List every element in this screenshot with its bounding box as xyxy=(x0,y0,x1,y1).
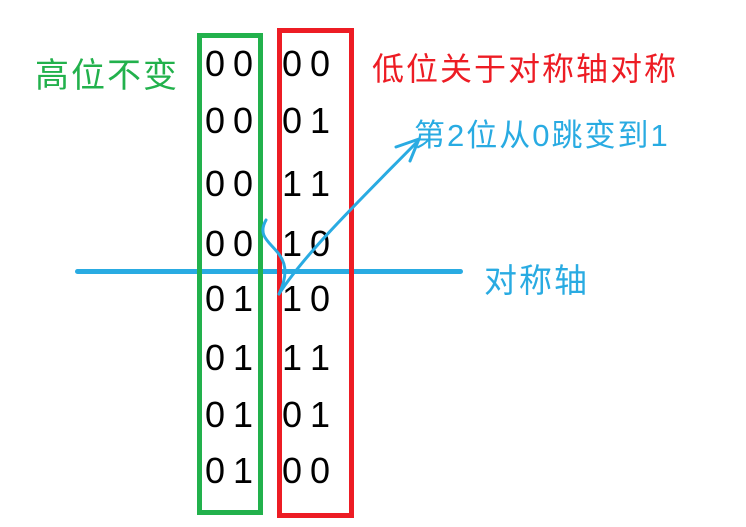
code-row-8: 0 1 0 0 xyxy=(0,452,746,490)
bit: 0 xyxy=(205,278,226,319)
symmetry-axis-line xyxy=(75,269,463,274)
bit-jump-label: 第2位从0跳变到1 xyxy=(414,118,670,153)
bit: 0 xyxy=(205,337,226,378)
bit: 0 xyxy=(233,223,254,264)
bit: 1 xyxy=(233,394,254,435)
bit: 0 xyxy=(282,43,303,84)
code-row-4: 0 0 1 0 xyxy=(0,225,746,263)
bit: 0 xyxy=(310,223,331,264)
bit: 0 xyxy=(282,100,303,141)
bit: 0 xyxy=(310,450,331,491)
bit: 1 xyxy=(282,163,303,204)
bit: 1 xyxy=(310,100,331,141)
high-bits-label: 高位不变 xyxy=(35,57,179,95)
bit: 0 xyxy=(205,223,226,264)
bit: 0 xyxy=(205,163,226,204)
bit: 0 xyxy=(310,43,331,84)
high-bits-box xyxy=(197,33,263,515)
bit: 1 xyxy=(310,163,331,204)
bit: 1 xyxy=(282,278,303,319)
code-row-5: 0 1 1 0 xyxy=(0,280,746,318)
bit: 1 xyxy=(233,337,254,378)
bit: 0 xyxy=(233,163,254,204)
bit: 1 xyxy=(310,394,331,435)
bit: 1 xyxy=(282,337,303,378)
bit: 0 xyxy=(282,450,303,491)
bit: 0 xyxy=(233,100,254,141)
bit: 1 xyxy=(233,278,254,319)
bit: 0 xyxy=(282,394,303,435)
bit: 0 xyxy=(233,43,254,84)
low-bits-label: 低位关于对称轴对称 xyxy=(372,51,679,87)
bit: 1 xyxy=(282,223,303,264)
bit: 0 xyxy=(205,100,226,141)
code-row-6: 0 1 1 1 xyxy=(0,339,746,377)
bit: 0 xyxy=(205,450,226,491)
symmetry-axis-label: 对称轴 xyxy=(484,262,589,299)
code-row-7: 0 1 0 1 xyxy=(0,396,746,434)
bit: 1 xyxy=(233,450,254,491)
code-row-1: 0 0 0 0 xyxy=(0,45,746,83)
bit: 0 xyxy=(205,394,226,435)
code-row-3: 0 0 1 1 xyxy=(0,165,746,203)
bit: 1 xyxy=(310,337,331,378)
bit: 0 xyxy=(310,278,331,319)
bit: 0 xyxy=(205,43,226,84)
code-row-2: 0 0 0 1 xyxy=(0,102,746,140)
